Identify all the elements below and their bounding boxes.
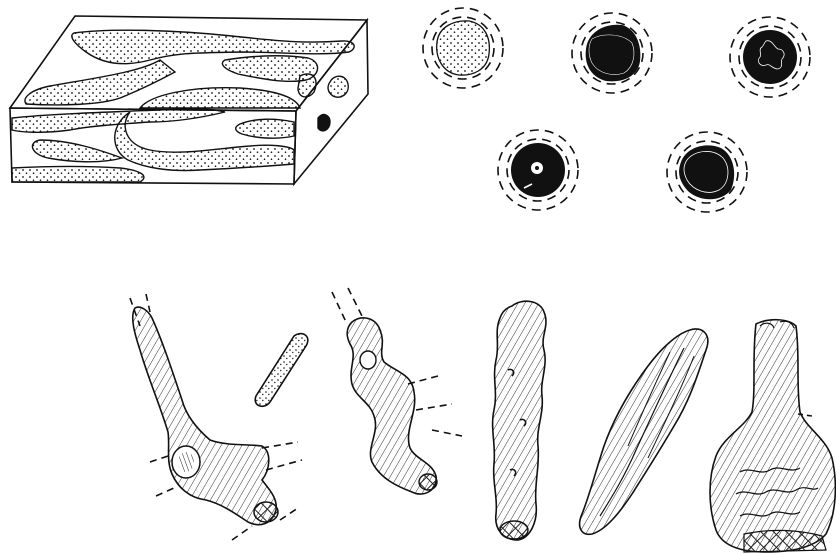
cross-sections [423,8,810,212]
burrow-fragment-1 [130,294,302,540]
cross-section-2 [572,13,652,93]
cross-section-5 [667,132,747,212]
burrow-fragments [130,288,835,552]
burrow-fragment-5 [580,329,708,534]
burrow-fragment-3 [332,288,462,494]
burrow-channels-front [12,109,294,182]
burrow-fragment-6 [710,320,835,552]
block-diagram [10,16,368,184]
cross-section-4 [498,130,578,210]
burrow-channels-top [25,30,354,108]
burrow-fragment-4 [493,301,546,540]
cross-section-1 [423,8,503,88]
burrow-fragment-2 [255,334,308,407]
cross-section-3 [730,17,810,97]
